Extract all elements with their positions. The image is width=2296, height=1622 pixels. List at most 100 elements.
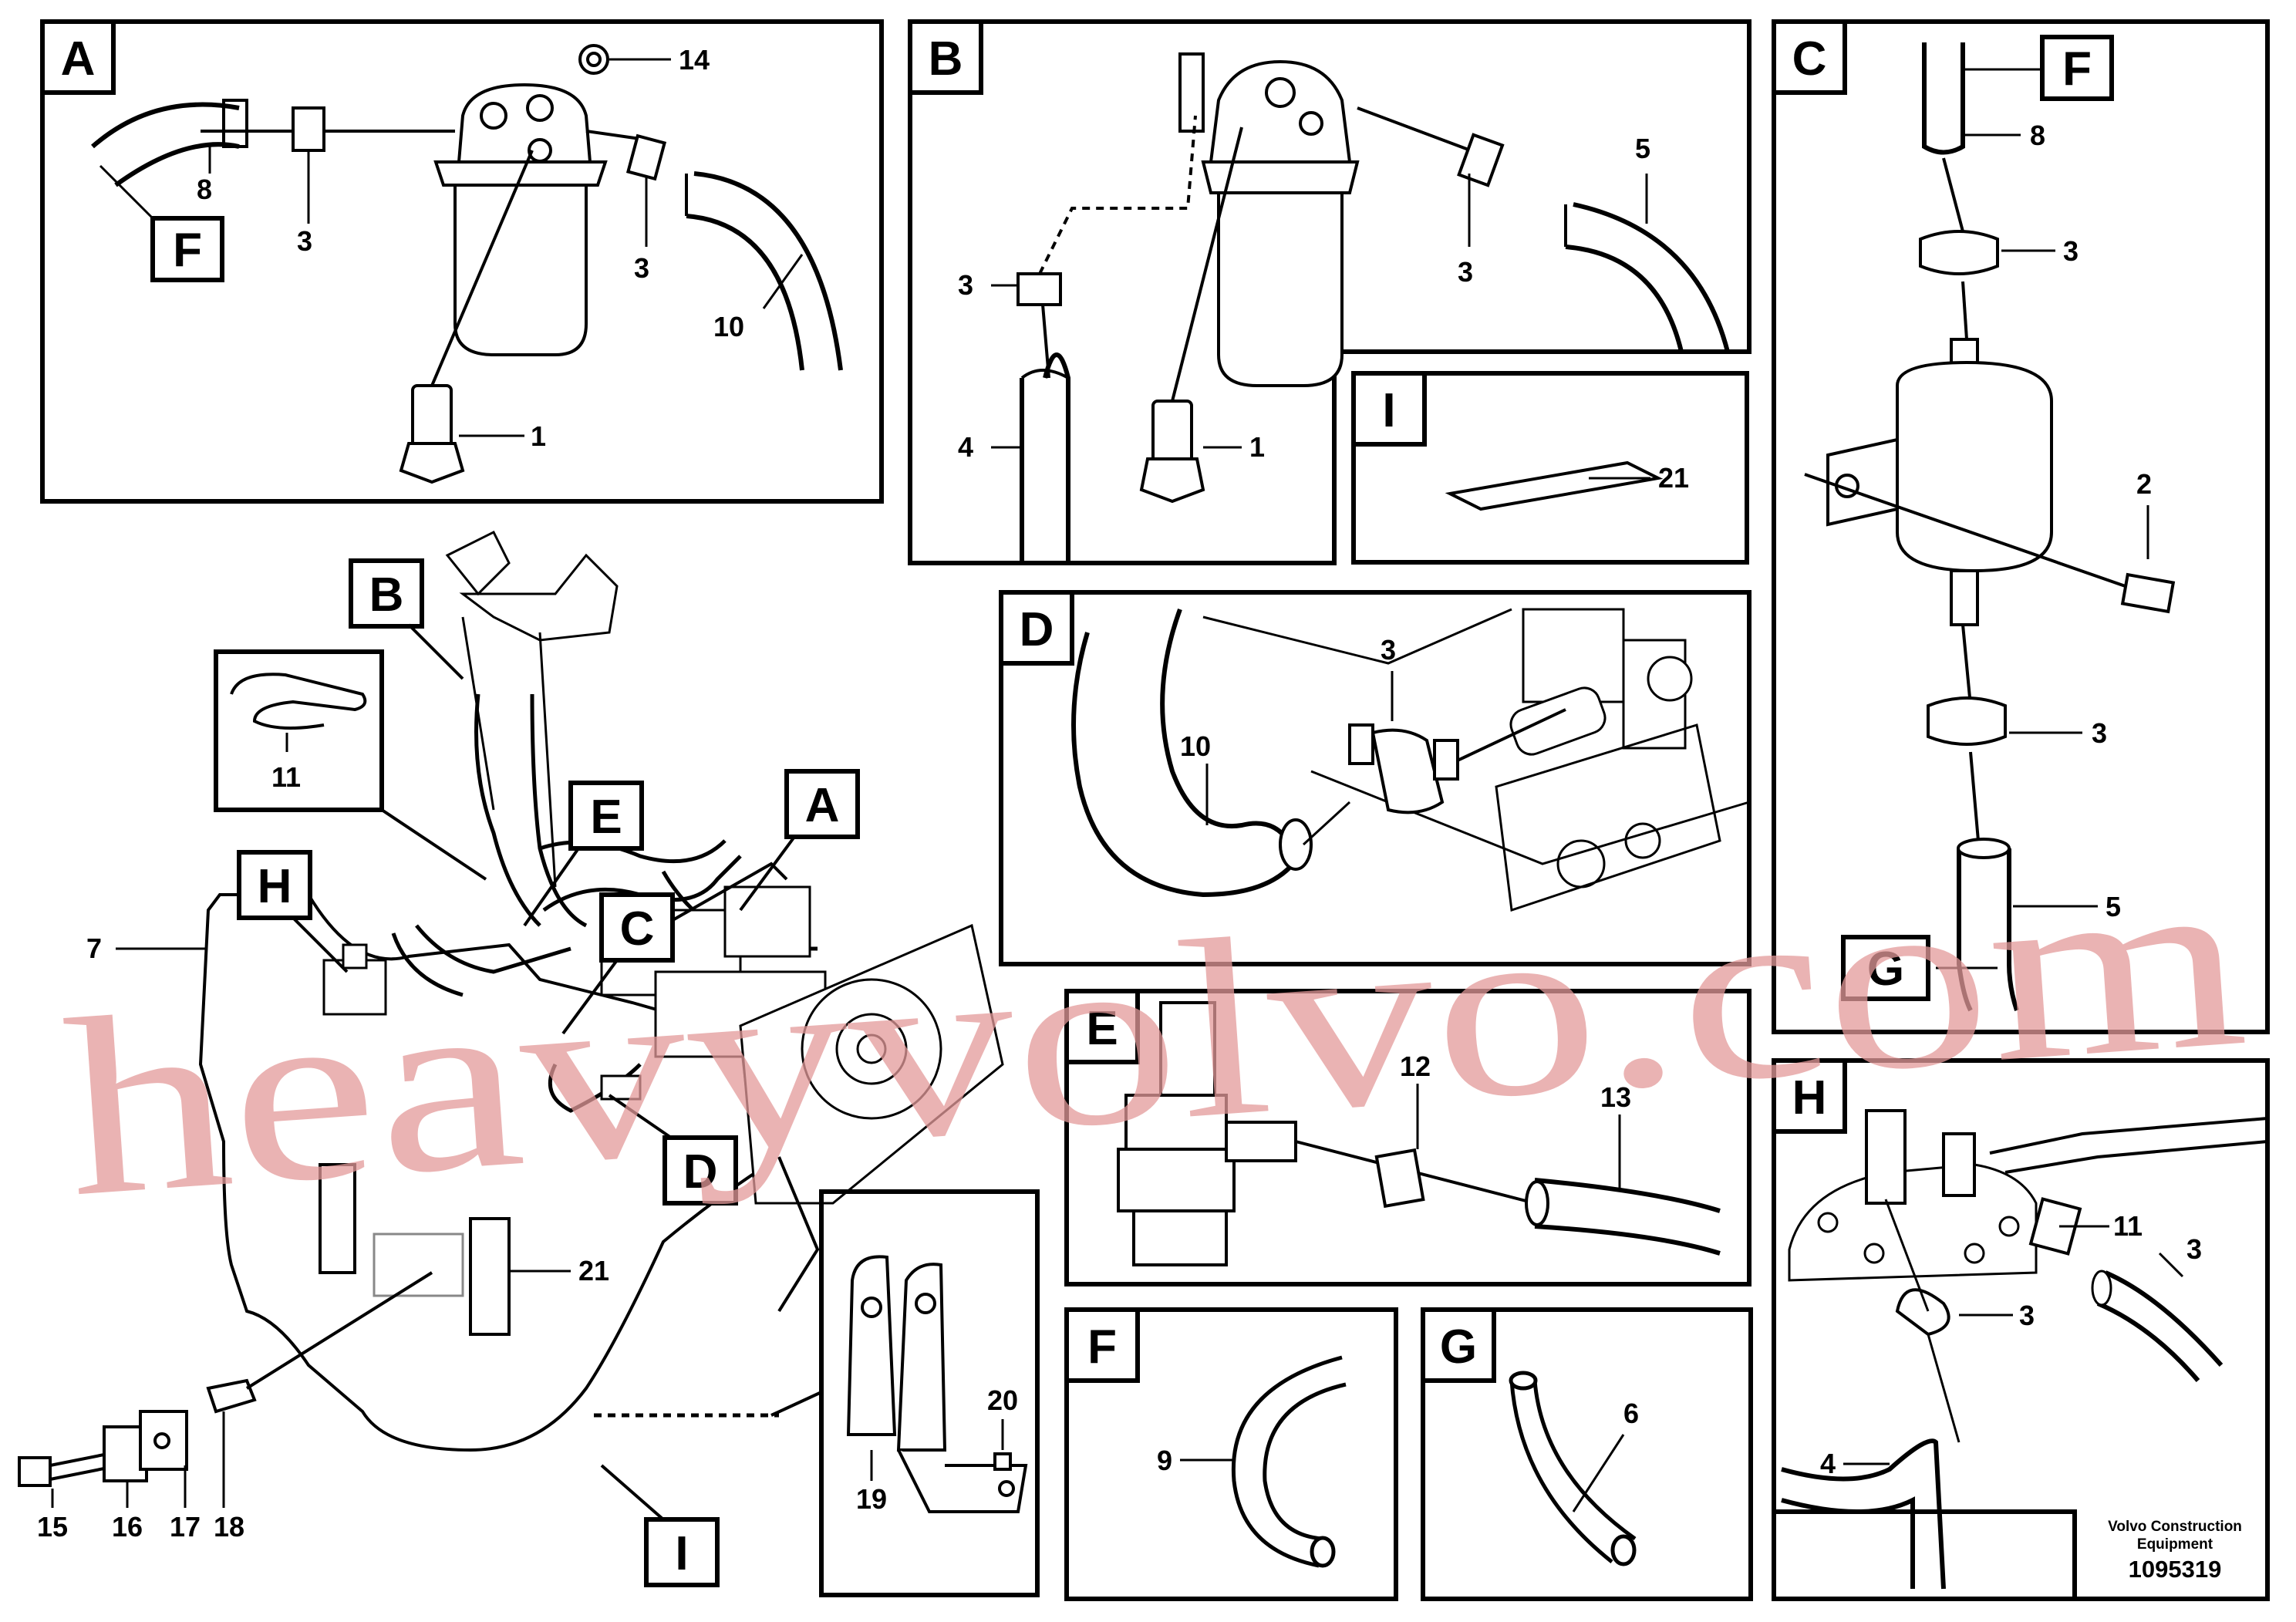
engine-drawing bbox=[322, 530, 1004, 1313]
view-letter-a: A bbox=[805, 779, 840, 832]
panel-b-tag bbox=[908, 19, 983, 95]
callout-8: 8 bbox=[2030, 120, 2045, 151]
panel-d-leaders bbox=[1205, 671, 1394, 825]
ref-tag-f bbox=[150, 216, 224, 282]
panel-i-letter: I bbox=[1382, 384, 1395, 437]
panel-c: C 8 bbox=[1772, 19, 2270, 1034]
panel-d-tag bbox=[999, 590, 1074, 666]
company-name-line2: Equipment bbox=[2137, 1536, 2213, 1553]
callout-2: 2 bbox=[2136, 468, 2152, 500]
view-tag-d bbox=[663, 1135, 738, 1206]
view-tag-c bbox=[599, 892, 675, 963]
fuel-filter-drawing-b bbox=[1017, 52, 1730, 563]
company-name: Volvo Construction bbox=[2108, 1519, 2242, 1535]
callout-3: 3 bbox=[1458, 256, 1473, 288]
panel-b: B 5 bbox=[908, 19, 1752, 565]
panel-c-letter: C bbox=[1792, 32, 1827, 86]
panel-i-frame bbox=[1351, 371, 1749, 565]
main-overview: B E A H C D I 11 bbox=[18, 530, 1040, 1597]
panel-i: I 21 bbox=[1351, 371, 1749, 565]
fitting-detail-drawing bbox=[1117, 1001, 1721, 1266]
hose-6-drawing bbox=[1509, 1371, 1637, 1566]
panel-d: D 3 10 bbox=[999, 590, 1752, 966]
callout-12: 12 bbox=[1400, 1050, 1431, 1082]
callout-9: 9 bbox=[1157, 1445, 1172, 1476]
ref-letter-g: G bbox=[1867, 943, 1904, 996]
view-tag-e bbox=[568, 781, 644, 851]
callout-3: 3 bbox=[634, 252, 649, 284]
view-letter-c: C bbox=[620, 902, 655, 956]
callout-3: 3 bbox=[2063, 235, 2079, 267]
callout-8: 8 bbox=[197, 174, 212, 205]
panel-a-letter: A bbox=[61, 32, 96, 86]
panel-d-letter: D bbox=[1020, 603, 1054, 656]
callout-14: 14 bbox=[679, 44, 710, 76]
panel-b-letter: B bbox=[929, 32, 963, 86]
callout-16: 16 bbox=[112, 1511, 143, 1543]
panel-h-leaders bbox=[1843, 1225, 2184, 1465]
ref-tag-g bbox=[1841, 935, 1930, 1001]
fuel-filter-drawing bbox=[91, 44, 843, 484]
panel-d-frame bbox=[999, 590, 1752, 966]
callout-10: 10 bbox=[713, 311, 744, 342]
view-tag-b bbox=[349, 558, 424, 629]
view-letter-d: D bbox=[683, 1145, 718, 1199]
callout-15: 15 bbox=[37, 1511, 68, 1543]
callout-5: 5 bbox=[2106, 891, 2121, 922]
fuel-tank-drawing bbox=[198, 893, 779, 1452]
callout-4: 4 bbox=[958, 431, 973, 463]
callout-1: 1 bbox=[531, 420, 546, 452]
callout-3: 3 bbox=[958, 269, 973, 301]
callout-7: 7 bbox=[86, 932, 102, 964]
ref-letter-f: F bbox=[2062, 42, 2092, 96]
callout-11: 11 bbox=[271, 761, 301, 793]
hose-9-drawing bbox=[1231, 1355, 1347, 1568]
callout-17: 17 bbox=[170, 1511, 201, 1543]
panel-g-letter: G bbox=[1440, 1320, 1477, 1374]
panel-e-letter: E bbox=[1086, 1002, 1118, 1055]
panel-g: G 6 bbox=[1421, 1307, 1753, 1601]
panel-g-frame bbox=[1421, 1307, 1753, 1601]
callout-21: 21 bbox=[578, 1255, 609, 1286]
mounting-hardware-drawing bbox=[18, 1271, 433, 1487]
ref-letter-f: F bbox=[173, 224, 202, 277]
panel-e-leaders bbox=[1416, 1084, 1621, 1188]
callout-3: 3 bbox=[2186, 1233, 2202, 1265]
callout-11: 11 bbox=[2113, 1210, 2143, 1242]
ref-tag-f bbox=[2040, 35, 2114, 101]
view-tag-i bbox=[644, 1517, 720, 1587]
drawing-number: 1095319 bbox=[2129, 1556, 2222, 1583]
panel-c-frame bbox=[1772, 19, 2270, 1034]
callout-21: 21 bbox=[1658, 462, 1689, 494]
panel-f-tag bbox=[1064, 1307, 1140, 1383]
inline-filter-drawing bbox=[1804, 42, 2176, 1012]
view-tag-h bbox=[237, 850, 312, 920]
callout-20: 20 bbox=[987, 1384, 1018, 1416]
panel-e-frame bbox=[1064, 989, 1752, 1286]
callout-3: 3 bbox=[297, 225, 312, 257]
panel-c-tag bbox=[1772, 19, 1847, 95]
panel-h-letter: H bbox=[1792, 1071, 1827, 1125]
tank-fitting-drawing bbox=[1781, 1109, 2268, 1590]
view-letter-e: E bbox=[590, 791, 622, 844]
callout-13: 13 bbox=[1600, 1081, 1631, 1113]
hardware-leaders bbox=[51, 947, 571, 1508]
strip-part-drawing bbox=[1445, 460, 1664, 511]
panel-f-frame bbox=[1064, 1307, 1398, 1601]
panel-a-leaders bbox=[99, 58, 804, 437]
view-tag-a bbox=[784, 769, 860, 839]
callout-3: 3 bbox=[1381, 634, 1396, 666]
panel-g-tag bbox=[1421, 1307, 1496, 1383]
callout-18: 18 bbox=[214, 1511, 244, 1543]
callout-5: 5 bbox=[1635, 133, 1650, 164]
callout-6: 6 bbox=[1623, 1398, 1639, 1429]
panel-c-leaders bbox=[1936, 68, 2149, 969]
panel-e-tag bbox=[1064, 989, 1140, 1064]
panel-f-letter: F bbox=[1087, 1320, 1117, 1374]
panel-e: E 12 13 bbox=[1064, 989, 1752, 1286]
callout-10: 10 bbox=[1180, 730, 1211, 762]
callout-3: 3 bbox=[2092, 717, 2107, 749]
callout-1: 1 bbox=[1249, 431, 1265, 463]
callout-3: 3 bbox=[2019, 1300, 2035, 1331]
